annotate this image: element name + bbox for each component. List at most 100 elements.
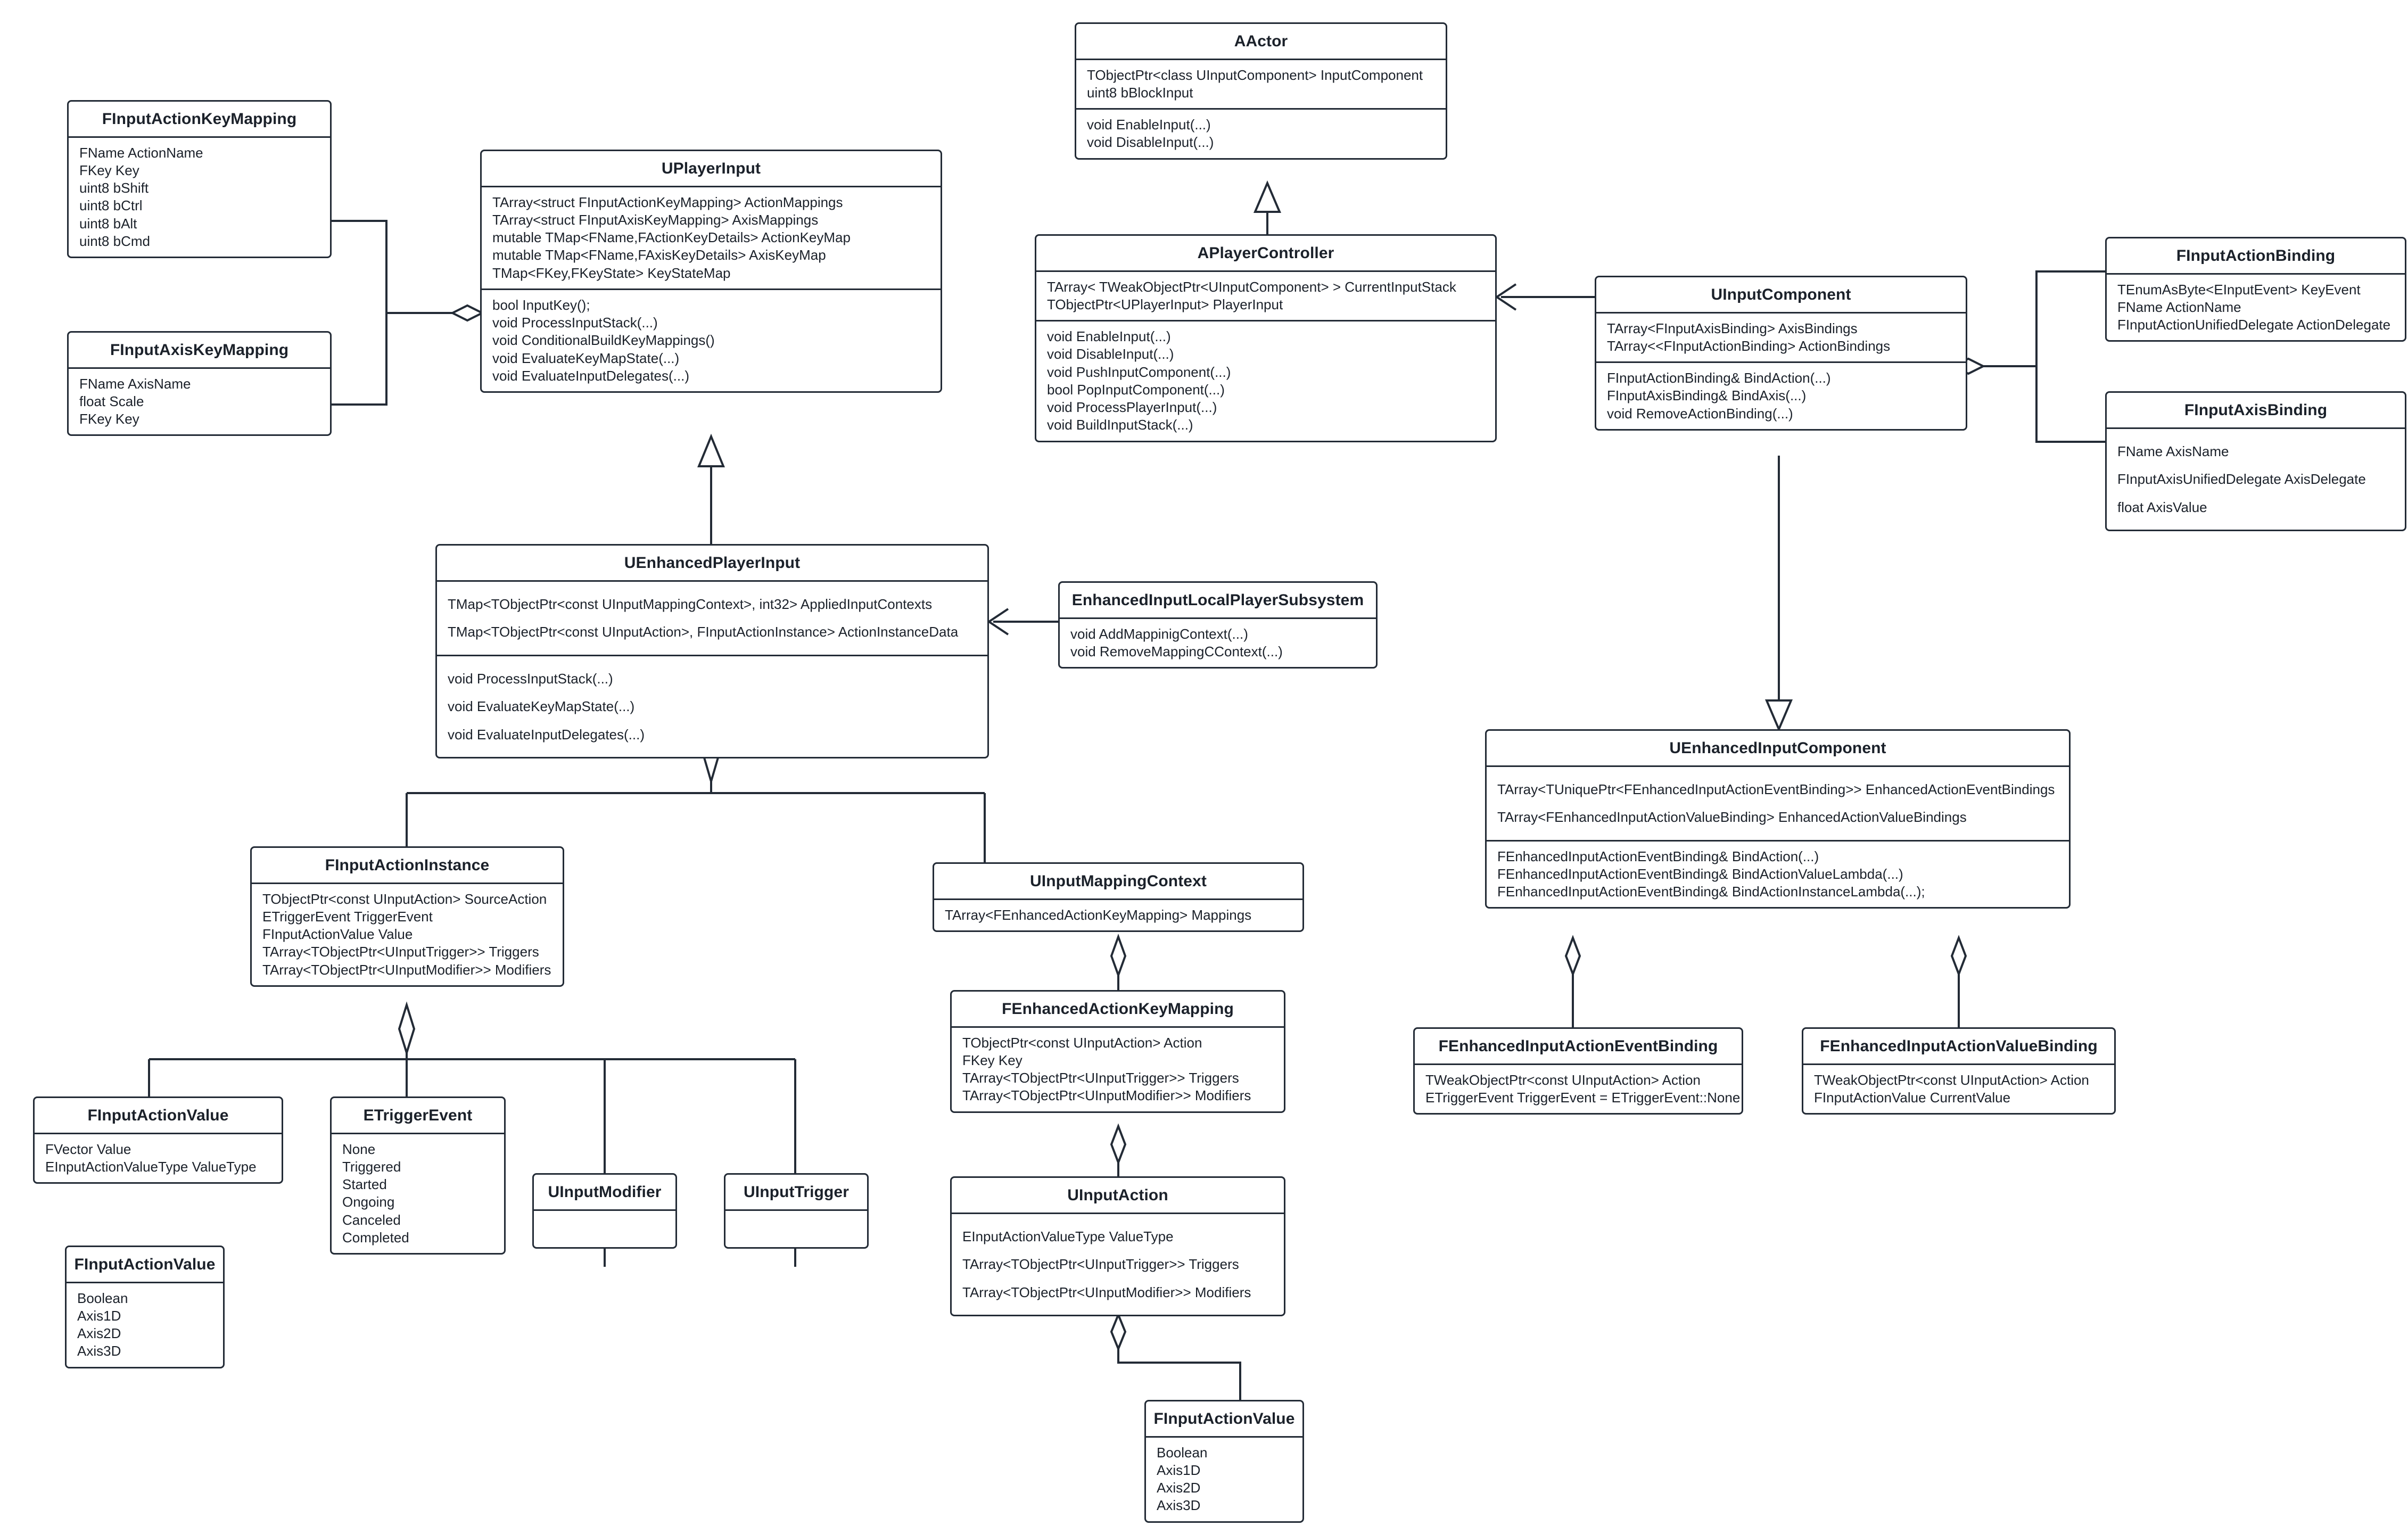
class-title: FInputActionKeyMapping	[102, 110, 297, 128]
class-title: APlayerController	[1197, 244, 1334, 262]
attribute-section: TEnumAsByte<EInputEvent> KeyEvent FName …	[2107, 275, 2405, 341]
attribute-section: Boolean Axis1D Axis2D Axis3D	[67, 1283, 223, 1367]
class-box-uenhancedinputcomponent[interactable]: UEnhancedInputComponent TArray<TUniquePt…	[1485, 729, 2071, 909]
method-row: void EvaluateInputDelegates(...)	[492, 367, 689, 384]
attribute-section: FName AxisName float Scale FKey Key	[69, 369, 330, 435]
class-box-aactor[interactable]: AActor TObjectPtr<class UInputComponent>…	[1075, 22, 1447, 160]
method-section: void AddMappinigContext(...) void Remove…	[1060, 619, 1376, 667]
attribute-row: FInputActionValue CurrentValue	[1814, 1089, 2011, 1106]
class-box-etriggerevent[interactable]: ETriggerEvent None Triggered Started Ong…	[330, 1096, 506, 1255]
attribute-section: Boolean Axis1D Axis2D Axis3D	[1146, 1438, 1302, 1521]
divider	[1487, 839, 2069, 842]
divider	[1060, 617, 1376, 619]
divider	[1487, 765, 2069, 767]
method-row: FInputActionBinding& BindAction(...)	[1607, 370, 1831, 386]
method-row: FEnhancedInputActionEventBinding& BindAc…	[1497, 865, 1903, 882]
class-title: AActor	[1234, 32, 1288, 50]
class-title: UInputComponent	[1711, 286, 1851, 303]
attribute-row: FVector Value	[45, 1141, 131, 1157]
class-box-fenhancedinputactionvaluebinding[interactable]: FEnhancedInputActionValueBinding TWeakOb…	[1802, 1027, 2116, 1115]
attribute-section: EInputActionValueType ValueType TArray<T…	[952, 1214, 1284, 1315]
attribute-row: TArray<FEnhancedInputActionValueBinding>…	[1497, 809, 1967, 826]
class-box-finputactioninstance[interactable]: FInputActionInstance TObjectPtr<const UI…	[250, 846, 564, 987]
class-title: UInputMappingContext	[1030, 872, 1207, 890]
method-section: void ProcessInputStack(...) void Evaluat…	[437, 656, 987, 757]
attribute-row: uint8 bBlockInput	[1087, 84, 1193, 101]
class-box-uplayerinput[interactable]: UPlayerInput TArray<struct FInputActionK…	[480, 150, 942, 393]
class-box-finputaxisbinding[interactable]: FInputAxisBinding FName AxisName FInputA…	[2105, 391, 2406, 532]
divider	[1036, 320, 1495, 322]
attribute-row: mutable TMap<FName,FActionKeyDetails> Ac…	[492, 229, 851, 246]
class-box-finputactionkeymapping[interactable]: FInputActionKeyMapping FName ActionName …	[67, 100, 332, 259]
class-box-finputaxiskeymapping[interactable]: FInputAxisKeyMapping FName AxisName floa…	[67, 331, 332, 436]
class-box-aplayercontroller[interactable]: APlayerController TArray< TWeakObjectPtr…	[1035, 234, 1497, 442]
class-box-finputactionbinding[interactable]: FInputActionBinding TEnumAsByte<EInputEv…	[2105, 237, 2406, 342]
method-row: void EvaluateInputDelegates(...)	[448, 726, 645, 743]
attribute-row: Boolean	[77, 1290, 128, 1306]
attribute-row: Boolean	[1157, 1444, 1208, 1461]
class-title: UEnhancedPlayerInput	[624, 554, 801, 572]
method-section: FEnhancedInputActionEventBinding& BindAc…	[1487, 842, 2069, 908]
attribute-row: TWeakObjectPtr<const UInputAction> Actio…	[1814, 1071, 2089, 1088]
attribute-row: TMap<FKey,FKeyState> KeyStateMap	[492, 265, 731, 281]
arrowhead-enhancedplayerinput-assoc	[987, 608, 1009, 636]
attribute-row: uint8 bAlt	[79, 215, 137, 232]
method-row: void BuildInputStack(...)	[1047, 417, 1193, 433]
attribute-section: TWeakObjectPtr<const UInputAction> Actio…	[1415, 1065, 1742, 1114]
attribute-row: FName AxisName	[2117, 443, 2229, 459]
class-box-enhancedinputlocalplayersubsystem[interactable]: EnhancedInputLocalPlayerSubsystem void A…	[1058, 581, 1378, 669]
class-box-uinputaction[interactable]: UInputAction EInputActionValueType Value…	[950, 1176, 1285, 1317]
class-title: FInputActionBinding	[2176, 247, 2336, 265]
divider	[1146, 1436, 1302, 1438]
attribute-section: TObjectPtr<class UInputComponent> InputC…	[1076, 60, 1446, 109]
method-row: FEnhancedInputActionEventBinding& BindAc…	[1497, 848, 1819, 864]
class-title: UInputTrigger	[744, 1183, 849, 1201]
method-section: FInputActionBinding& BindAction(...) FIn…	[1596, 363, 1966, 429]
attribute-row: TMap<TObjectPtr<const UInputAction>, FIn…	[448, 624, 959, 640]
class-box-uinputmodifier[interactable]: UInputModifier	[532, 1173, 677, 1249]
class-title: FInputActionInstance	[325, 856, 490, 874]
attribute-row: TObjectPtr<const UInputAction> Action	[962, 1034, 1202, 1051]
class-box-finputactionvalue-enum-left[interactable]: FInputActionValue Boolean Axis1D Axis2D …	[65, 1246, 225, 1368]
attribute-row: TArray<TObjectPtr<UInputTrigger>> Trigge…	[962, 1256, 1239, 1273]
method-row: void PushInputComponent(...)	[1047, 364, 1231, 380]
class-title: FInputActionValue	[87, 1107, 229, 1124]
class-box-fenhancedactionkeymapping[interactable]: FEnhancedActionKeyMapping TObjectPtr<con…	[950, 990, 1285, 1113]
attribute-section: TArray< TWeakObjectPtr<UInputComponent> …	[1036, 272, 1495, 320]
attribute-row: TArray<FEnhancedActionKeyMapping> Mappin…	[945, 906, 1252, 923]
generalization-arrow-uinputcomponent	[1764, 699, 1793, 732]
attribute-row: TWeakObjectPtr<const UInputAction> Actio…	[1425, 1071, 1701, 1088]
attribute-row: Axis3D	[77, 1343, 121, 1359]
divider	[1803, 1063, 2114, 1065]
attribute-row: TArray<TObjectPtr<UInputModifier>> Modif…	[962, 1087, 1251, 1104]
attribute-row: Axis1D	[1157, 1462, 1201, 1478]
method-section: bool InputKey(); void ProcessInputStack(…	[482, 290, 941, 391]
divider	[482, 288, 941, 290]
attribute-row: Axis3D	[1157, 1497, 1201, 1514]
attribute-row: TArray<<FInputActionBinding> ActionBindi…	[1607, 337, 1891, 354]
class-title: FInputAxisBinding	[2184, 401, 2328, 419]
composition-diamond-mappingcontext	[1110, 934, 1127, 978]
divider	[437, 654, 987, 656]
attribute-row: TArray<TObjectPtr<UInputModifier>> Modif…	[262, 961, 551, 978]
wire-inputaction-to-actionvalue-bottom	[1117, 1315, 1241, 1400]
class-box-uinputmappingcontext[interactable]: UInputMappingContext TArray<FEnhancedAct…	[933, 862, 1304, 932]
attribute-row: TObjectPtr<class UInputComponent> InputC…	[1087, 67, 1423, 83]
class-box-finputactionvalue-struct[interactable]: FInputActionValue FVector Value EInputAc…	[33, 1096, 283, 1184]
method-row: FInputAxisBinding& BindAxis(...)	[1607, 387, 1807, 404]
composition-diamond-enhancedcomp-event	[1564, 935, 1581, 977]
class-box-fenhancedinputactioneventbinding[interactable]: FEnhancedInputActionEventBinding TWeakOb…	[1413, 1027, 1743, 1115]
attribute-row: FKey Key	[962, 1052, 1022, 1068]
attribute-row: FInputActionUnifiedDelegate ActionDelega…	[2117, 317, 2391, 333]
class-box-finputactionvalue-enum-bottom[interactable]: FInputActionValue Boolean Axis1D Axis2D …	[1144, 1400, 1304, 1523]
method-row: void EnableInput(...)	[1087, 117, 1211, 133]
attribute-section: TMap<TObjectPtr<const UInputMappingConte…	[437, 582, 987, 655]
method-row: void DisableInput(...)	[1047, 346, 1174, 362]
attribute-row: FName ActionName	[2117, 299, 2241, 315]
attribute-row: Triggered	[342, 1158, 401, 1175]
class-box-uenhancedplayerinput[interactable]: UEnhancedPlayerInput TMap<TObjectPtr<con…	[435, 544, 989, 759]
class-box-uinputcomponent[interactable]: UInputComponent TArray<FInputAxisBinding…	[1595, 276, 1967, 431]
attribute-row: TEnumAsByte<EInputEvent> KeyEvent	[2117, 281, 2361, 298]
attribute-row: Started	[342, 1176, 387, 1193]
class-box-uinputtrigger[interactable]: UInputTrigger	[724, 1173, 869, 1249]
